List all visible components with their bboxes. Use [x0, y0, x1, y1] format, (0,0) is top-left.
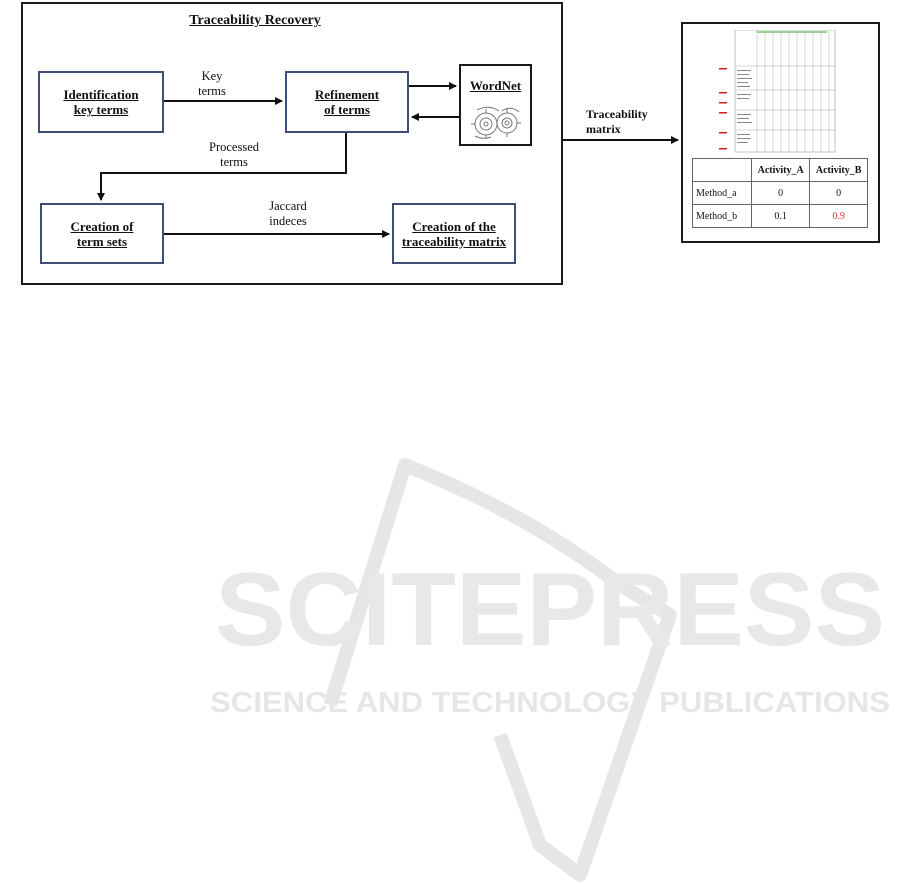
table-row: Method_b 0.1 0.9 — [693, 205, 868, 228]
arrow-processed-terms — [101, 133, 346, 200]
watermark-title: SCITEPRESS — [215, 552, 885, 668]
cell-method-a-activity-a: 0 — [752, 182, 810, 205]
matrix-header-activity-a: Activity_A — [752, 159, 810, 182]
cell-method-b-activity-a: 0.1 — [752, 205, 810, 228]
scitepress-watermark: SCITEPRESS SCIENCE AND TECHNOLOGY PUBLIC… — [200, 455, 900, 885]
cell-method-b-activity-b: 0.9 — [810, 205, 868, 228]
matrix-header-activity-b: Activity_B — [810, 159, 868, 182]
table-row: Method_a 0 0 — [693, 182, 868, 205]
row-label-method-a: Method_a — [693, 182, 752, 205]
watermark-subtitle: SCIENCE AND TECHNOLOGY PUBLICATIONS — [210, 687, 890, 719]
matrix-thumbnail — [717, 30, 843, 154]
matrix-header-row: Activity_A Activity_B — [693, 159, 868, 182]
traceability-matrix-panel: Activity_A Activity_B Method_a 0 0 Metho… — [681, 22, 880, 243]
row-label-method-b: Method_b — [693, 205, 752, 228]
matrix-table: Activity_A Activity_B Method_a 0 0 Metho… — [692, 158, 868, 228]
watermark-book-shape — [330, 465, 670, 875]
matrix-header-corner — [693, 159, 752, 182]
cell-method-a-activity-b: 0 — [810, 182, 868, 205]
